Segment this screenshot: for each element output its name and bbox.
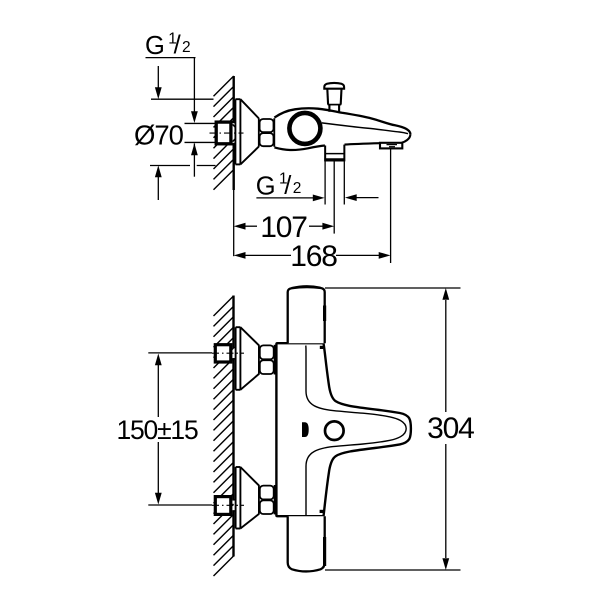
svg-text:G: G (256, 172, 276, 200)
svg-text:107: 107 (260, 211, 307, 244)
svg-text:Ø70: Ø70 (134, 119, 184, 150)
svg-text:/: / (174, 32, 182, 60)
svg-text:150±15: 150±15 (116, 415, 197, 445)
svg-text:/: / (284, 172, 292, 200)
svg-text:1: 1 (168, 31, 177, 48)
svg-text:G: G (145, 32, 165, 60)
svg-text:2: 2 (182, 39, 191, 56)
svg-text:1: 1 (279, 171, 288, 188)
svg-text:2: 2 (293, 180, 302, 197)
svg-text:304: 304 (427, 412, 474, 445)
svg-text:168: 168 (290, 240, 337, 273)
